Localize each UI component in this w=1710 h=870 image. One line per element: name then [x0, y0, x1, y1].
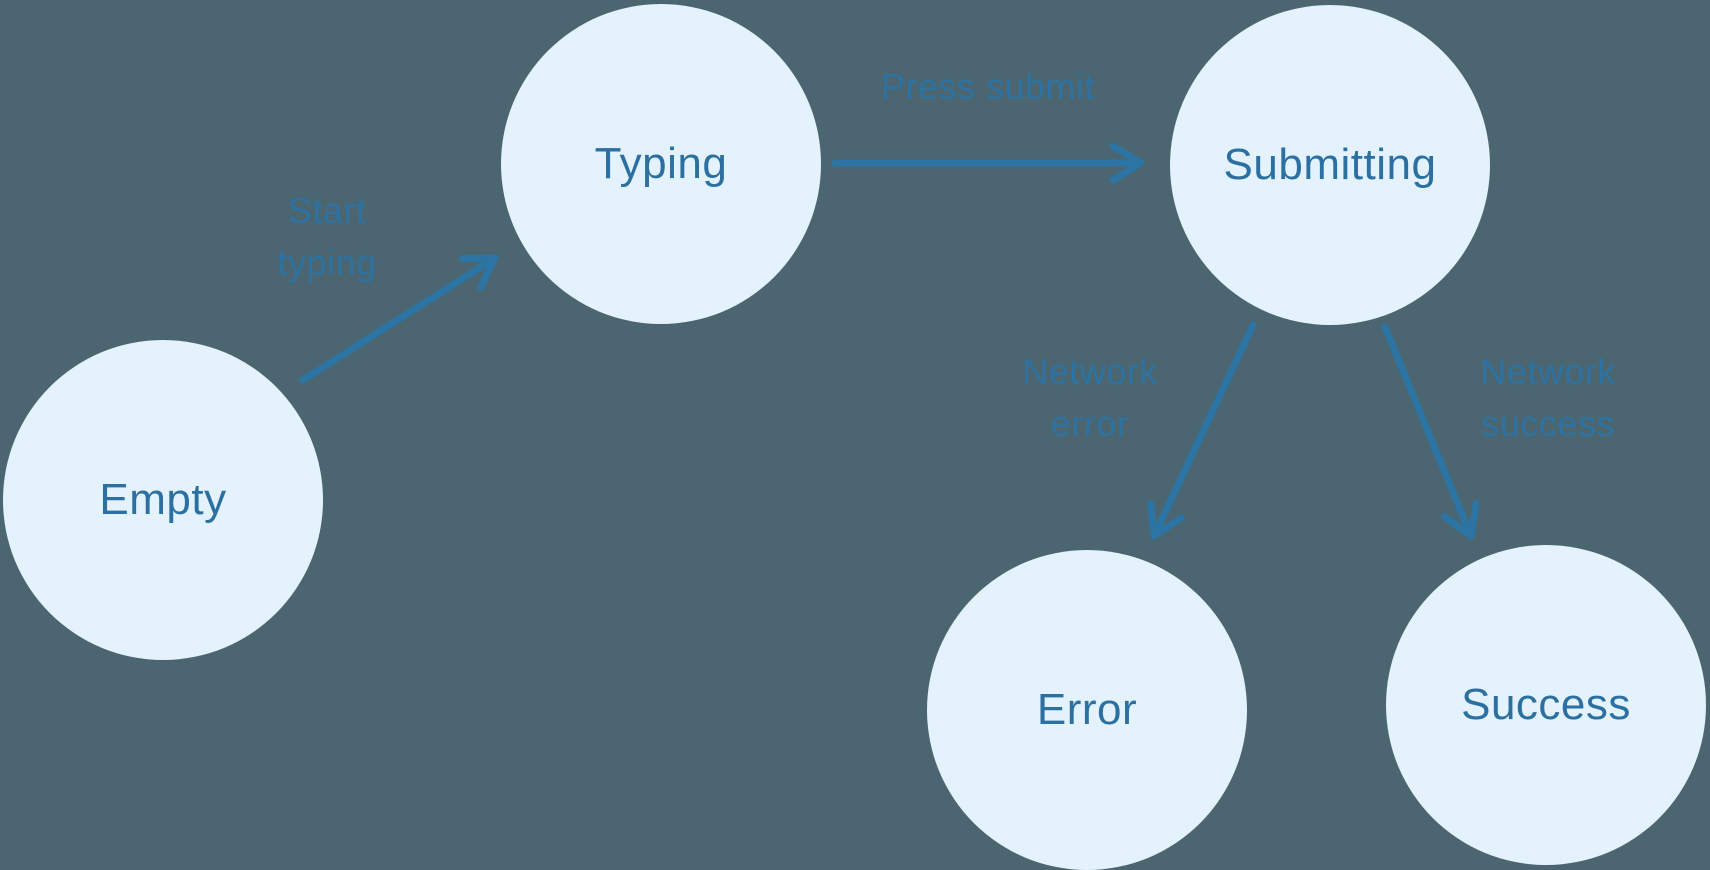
state-node-submitting: Submitting	[1170, 5, 1490, 325]
state-label-typing: Typing	[594, 139, 728, 188]
transition-label-press-submit: Press submit	[880, 66, 1096, 107]
transition-label-start-typing: Start typing	[277, 190, 377, 283]
state-label-empty: Empty	[99, 475, 227, 524]
state-node-error: Error	[927, 550, 1247, 870]
state-node-typing: Typing	[501, 4, 821, 324]
arrow-submitting-to-success	[1381, 323, 1480, 540]
transition-label-network-error: Network error	[1022, 351, 1158, 444]
state-node-success: Success	[1386, 545, 1706, 865]
state-label-error: Error	[1036, 685, 1138, 734]
transition-label-network-success: Network success	[1480, 351, 1616, 444]
state-label-submitting: Submitting	[1223, 140, 1437, 189]
state-label-success: Success	[1461, 680, 1631, 729]
arrow-submitting-to-error	[1147, 321, 1257, 540]
state-node-empty: Empty	[3, 340, 323, 660]
arrow-empty-to-typing	[299, 254, 499, 384]
